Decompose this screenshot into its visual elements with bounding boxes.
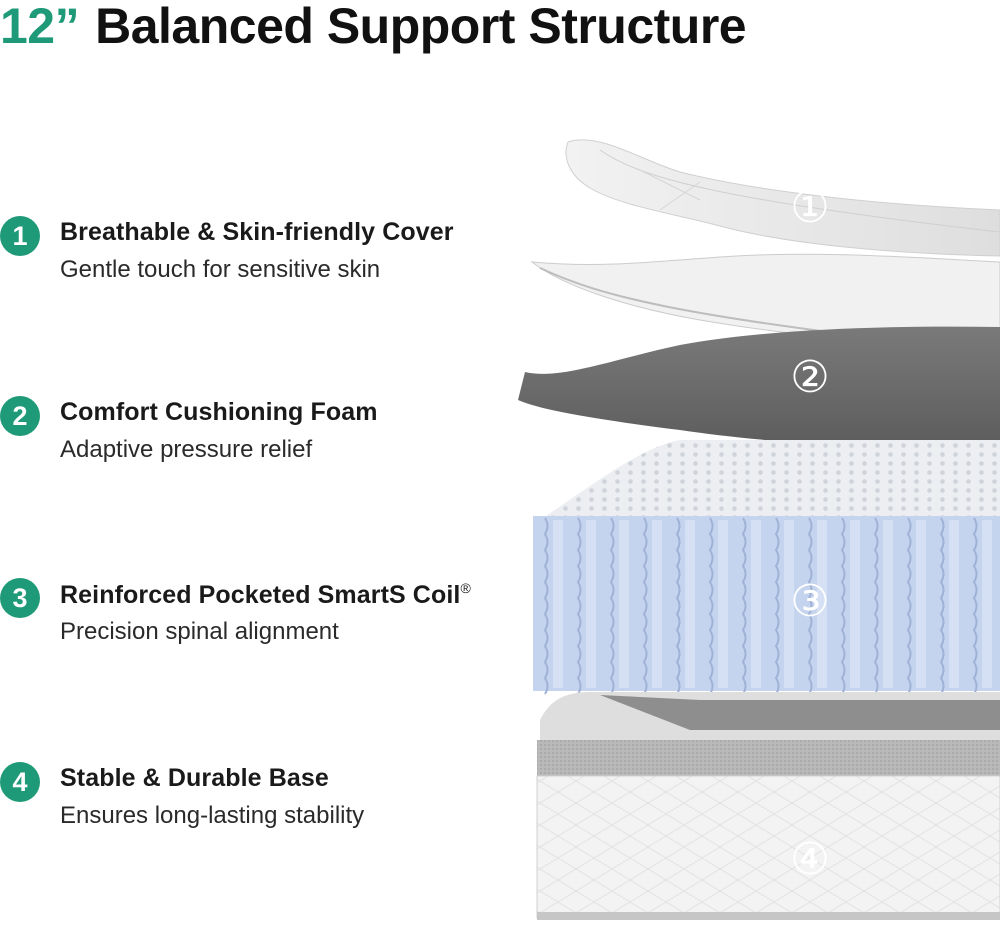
coil-pocket-seam xyxy=(939,517,945,695)
layer-marker-1: ① xyxy=(790,182,829,233)
layer-marker-3: ③ xyxy=(790,576,829,627)
feature-title-text: Reinforced Pocketed SmartS Coil xyxy=(60,581,461,609)
title-size: 12” xyxy=(0,0,80,54)
layer-marker-4: ④ xyxy=(790,834,829,885)
coil-pocket-highlight xyxy=(718,520,728,688)
feature-subtitle: Gentle touch for sensitive skin xyxy=(60,256,381,283)
coil-pocket-seam xyxy=(675,517,681,695)
coil-pocket-seam xyxy=(906,517,912,695)
coil-pocket-seam xyxy=(873,517,879,695)
number-badge-4: 4 xyxy=(0,762,40,802)
coil-layer xyxy=(533,516,1000,691)
base-border xyxy=(537,740,1000,776)
feature-title: Breathable & Skin-friendly Cover xyxy=(60,218,454,246)
coil-pocket-highlight xyxy=(553,520,563,688)
feature-subtitle: Precision spinal alignment xyxy=(60,618,339,645)
number-badge-3: 3 xyxy=(0,578,40,618)
coil-pockets xyxy=(543,517,992,695)
feature-subtitle: Ensures long-lasting stability xyxy=(60,802,365,829)
page-title: 12” Balanced Support Structure xyxy=(0,0,747,56)
feature-coil: 3 Reinforced Pocketed SmartS Coil® Preci… xyxy=(0,572,520,652)
coil-pocket-seam xyxy=(543,517,549,695)
coil-pocket-seam xyxy=(576,517,582,695)
foam-layer xyxy=(518,326,1000,452)
feature-subtitle: Adaptive pressure relief xyxy=(60,436,313,463)
coil-pocket-highlight xyxy=(850,520,860,688)
coil-pocket-highlight xyxy=(586,520,596,688)
title-text: Balanced Support Structure xyxy=(95,0,747,54)
coil-pocket-highlight xyxy=(652,520,662,688)
coil-pocket-seam xyxy=(840,517,846,695)
coil-pocket-highlight xyxy=(619,520,629,688)
feature-title: Comfort Cushioning Foam xyxy=(60,398,378,426)
number-badge-1: 1 xyxy=(0,216,40,256)
coil-pocket-highlight xyxy=(817,520,827,688)
cover-layer xyxy=(565,139,1000,257)
coil-pocket-highlight xyxy=(982,520,992,688)
feature-title: Reinforced Pocketed SmartS Coil® xyxy=(60,580,471,610)
coil-pocket-seam xyxy=(774,517,780,695)
number-badge-2: 2 xyxy=(0,396,40,436)
coil-pocket-seam xyxy=(609,517,615,695)
registered-mark: ® xyxy=(460,580,471,596)
coil-pocket-seam xyxy=(741,517,747,695)
coil-pocket-highlight xyxy=(784,520,794,688)
coil-pocket-highlight xyxy=(883,520,893,688)
coil-pocket-seam xyxy=(642,517,648,695)
coil-pocket-seam xyxy=(972,517,978,695)
layer-marker-2: ② xyxy=(790,352,829,403)
feature-cover: 1 Breathable & Skin-friendly Cover Gentl… xyxy=(0,210,520,290)
base-layer xyxy=(536,775,1000,919)
coil-top xyxy=(540,440,1000,520)
feature-title: Stable & Durable Base xyxy=(60,764,329,792)
coil-pocket-highlight xyxy=(949,520,959,688)
coil-pocket-highlight xyxy=(751,520,761,688)
sheet-layer xyxy=(530,253,1000,351)
coil-pocket-highlight xyxy=(685,520,695,688)
coil-pocket-seam xyxy=(807,517,813,695)
feature-foam: 2 Comfort Cushioning Foam Adaptive press… xyxy=(0,390,520,470)
feature-base: 4 Stable & Durable Base Ensures long-las… xyxy=(0,756,520,836)
coil-pocket-highlight xyxy=(916,520,926,688)
coil-pocket-seam xyxy=(708,517,714,695)
